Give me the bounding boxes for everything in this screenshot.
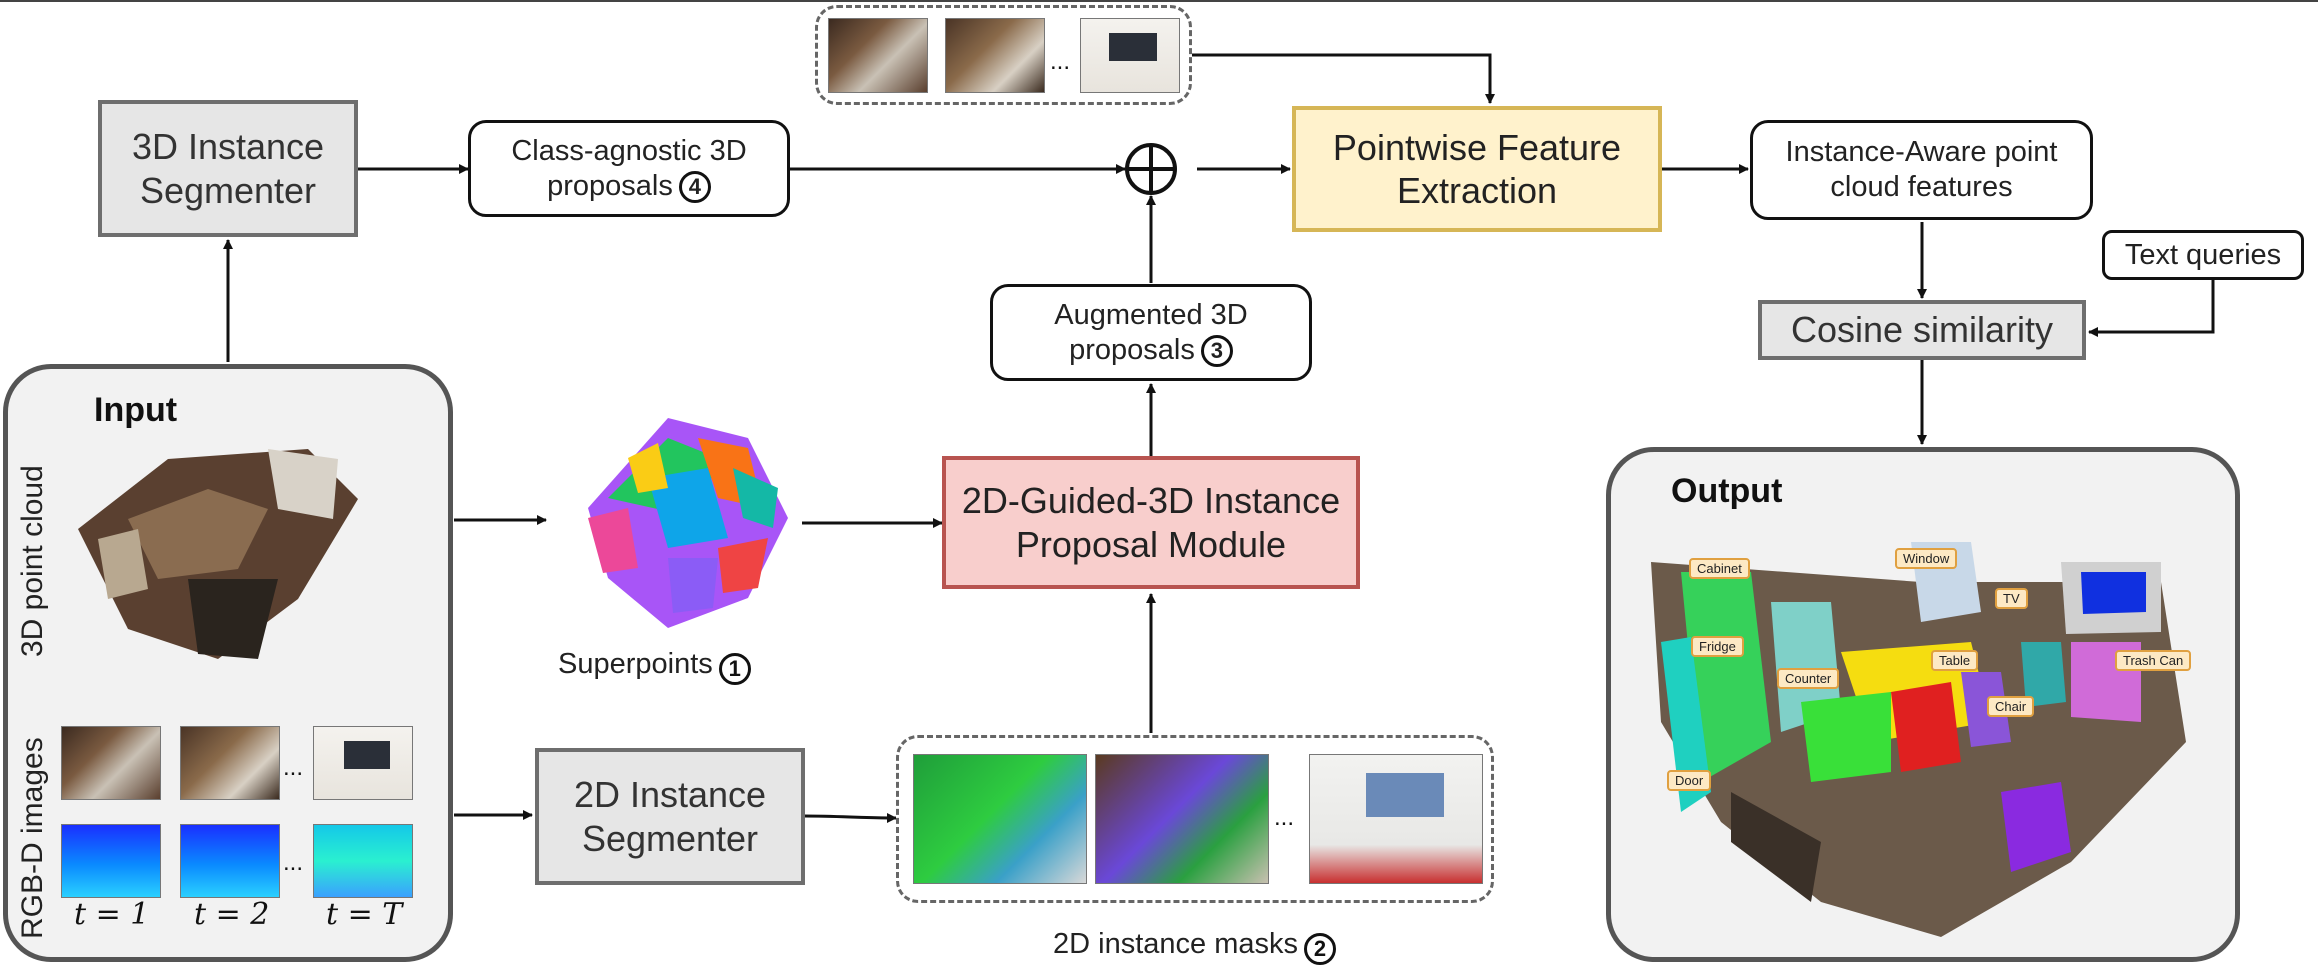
output-title: Output <box>1671 472 1783 510</box>
instance-mask-thumb <box>1309 754 1483 884</box>
time-label: t = 2 <box>194 897 270 932</box>
top-border-line <box>0 0 2318 2</box>
tv-shape <box>344 741 390 769</box>
tv-shape <box>1109 33 1157 61</box>
instance-masks-strip: ... <box>896 735 1494 903</box>
guided-proposal-module-label: 2D-Guided-3D Instance Proposal Module <box>961 480 1341 565</box>
segmenter-2d-box: 2D Instance Segmenter <box>535 748 805 885</box>
superpoints-cloud <box>588 418 788 628</box>
ellipsis: ... <box>283 849 304 876</box>
step-number-badge: 1 <box>718 652 751 685</box>
rgb-frame-thumb <box>1080 18 1180 93</box>
output-panel: Output Cabinet Window TV Fridge Table Tr… <box>1606 447 2240 962</box>
output-tag-window: Window <box>1895 548 1958 569</box>
instance-masks-label: 2D instance masks <box>1053 928 1298 960</box>
rgbd-side-label: RGB-D images <box>16 737 49 939</box>
instance-mask-thumb <box>1095 754 1269 884</box>
input-rgb-thumb <box>313 726 413 800</box>
text-queries-box: Text queries <box>2102 230 2304 280</box>
step-number-badge: 3 <box>1200 334 1233 367</box>
output-tag-trash-can: Trash Can <box>2115 650 2192 671</box>
instance-aware-box: Instance-Aware point cloud features <box>1750 120 2093 220</box>
output-segmented-scene <box>1651 542 2186 937</box>
text-queries-label: Text queries <box>2124 238 2282 271</box>
segmenter-2d-label: 2D Instance Segmenter <box>573 774 767 859</box>
point-cloud-side-label: 3D point cloud <box>16 465 49 657</box>
cosine-similarity-label: Cosine similarity <box>1790 309 2054 351</box>
output-tag-chair: Chair <box>1987 696 2035 717</box>
time-label: t = 1 <box>74 897 150 932</box>
input-rgb-thumb <box>61 726 161 800</box>
instance-aware-label: Instance-Aware point cloud features <box>1785 136 2058 203</box>
input-point-cloud <box>78 449 358 659</box>
segmenter-3d-label: 3D Instance Segmenter <box>131 126 325 211</box>
rgb-frame-thumb <box>828 18 928 93</box>
output-tag-counter: Counter <box>1777 668 1840 689</box>
output-tag-tv: TV <box>1995 588 2028 609</box>
output-tag-door: Door <box>1667 770 1712 791</box>
cosine-similarity-box: Cosine similarity <box>1758 300 2086 360</box>
rgb-frames-top: ... <box>815 5 1192 105</box>
ellipsis: ... <box>1050 48 1071 75</box>
tv-shape <box>1366 773 1444 817</box>
instance-mask-thumb <box>913 754 1087 884</box>
input-title: Input <box>94 391 178 429</box>
segmenter-3d-box: 3D Instance Segmenter <box>98 100 358 237</box>
input-panel: Input 3D point cloud RGB-D images ... ..… <box>3 364 453 962</box>
time-label: t = T <box>326 897 403 932</box>
input-depth-thumb <box>313 824 413 898</box>
ellipsis: ... <box>1274 804 1295 831</box>
step-number-badge: 4 <box>678 170 711 203</box>
pointwise-feature-label: Pointwise Feature Extraction <box>1332 126 1622 211</box>
output-tag-cabinet: Cabinet <box>1689 558 1750 579</box>
ellipsis: ... <box>283 754 304 781</box>
input-depth-thumb <box>180 824 280 898</box>
step-number-badge: 2 <box>1304 932 1336 965</box>
output-tag-table: Table <box>1931 650 1979 671</box>
input-rgb-thumb <box>180 726 280 800</box>
guided-proposal-module-box: 2D-Guided-3D Instance Proposal Module <box>942 456 1360 589</box>
superpoints-label: Superpoints <box>558 648 713 680</box>
pointwise-feature-box: Pointwise Feature Extraction <box>1292 106 1662 232</box>
output-tag-fridge: Fridge <box>1691 636 1744 657</box>
oplus-icon <box>1125 143 1177 195</box>
rgb-frame-thumb <box>945 18 1045 93</box>
input-depth-thumb <box>61 824 161 898</box>
